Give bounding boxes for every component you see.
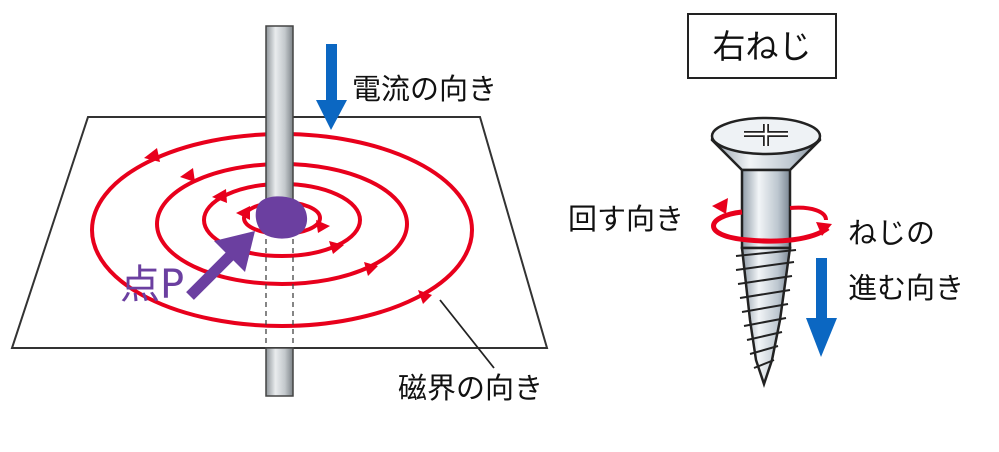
arrow-up-right-icon	[186, 231, 255, 300]
field-arrow-icon	[144, 148, 160, 162]
field-arrow-icon	[418, 290, 432, 304]
wire-lower	[265, 347, 294, 397]
point-p-label: 点P	[120, 262, 184, 308]
right-screw-title: 右ねじ	[713, 27, 812, 66]
rotate-icon	[711, 198, 832, 244]
current-direction-label: 電流の向き	[352, 72, 497, 106]
field-label-pointer	[439, 299, 495, 369]
right-screw-title-box	[687, 13, 837, 79]
screw-advance-label-line1: ねじの	[848, 216, 935, 250]
magnetic-field-label: 磁界の向き	[398, 371, 543, 405]
field-arrow-icon	[180, 168, 195, 182]
field-arrowheads	[144, 148, 432, 304]
wire-upper	[265, 25, 294, 207]
point-p-marker	[255, 196, 308, 239]
field-arrow-icon	[236, 206, 250, 220]
field-arrow-icon	[212, 189, 227, 203]
rotation-direction-label: 回す向き	[568, 202, 684, 236]
field-arrow-icon	[316, 220, 330, 233]
arrow-down-icon	[806, 258, 837, 357]
screw-advance-label-line2: 進む向き	[848, 271, 964, 305]
field-arrow-icon	[364, 262, 378, 276]
arrow-down-icon	[316, 44, 347, 130]
field-arrow-icon	[329, 241, 344, 254]
screw-illustration	[710, 116, 822, 388]
